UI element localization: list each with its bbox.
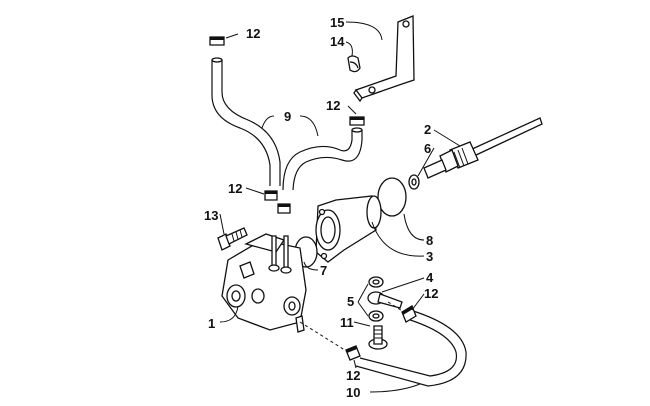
callout-12-upper-hose: 12 bbox=[326, 98, 340, 113]
callout-2: 2 bbox=[424, 122, 431, 137]
callout-labels: 12 15 14 12 9 2 6 12 13 8 3 7 4 5 12 1 1… bbox=[204, 15, 438, 400]
callout-4: 4 bbox=[426, 270, 434, 285]
hose-clamp-pair bbox=[264, 190, 291, 214]
callout-3: 3 bbox=[426, 249, 433, 264]
hose-clamp-lower-left bbox=[345, 345, 361, 361]
clamp bbox=[347, 55, 361, 73]
lower-hose bbox=[355, 309, 467, 387]
leader-lines bbox=[219, 21, 461, 393]
callout-13: 13 bbox=[204, 208, 218, 223]
bolt bbox=[217, 227, 248, 251]
mounting-bracket bbox=[353, 15, 415, 103]
oil-pump-body bbox=[221, 233, 307, 333]
callout-12-pair: 12 bbox=[228, 181, 242, 196]
sealing-washers bbox=[368, 276, 384, 322]
washer bbox=[408, 174, 420, 190]
banjo-bolt bbox=[368, 325, 388, 350]
callout-11: 11 bbox=[340, 315, 354, 330]
callout-5: 5 bbox=[347, 294, 354, 309]
banjo-fitting bbox=[367, 291, 403, 309]
callout-8: 8 bbox=[426, 233, 433, 248]
o-ring bbox=[377, 177, 407, 217]
drive-cable bbox=[423, 117, 543, 179]
callout-10: 10 bbox=[346, 385, 360, 400]
hose-clamp-lower-right bbox=[401, 305, 417, 323]
callout-6: 6 bbox=[424, 141, 431, 156]
callout-12-top: 12 bbox=[246, 26, 260, 41]
hose-clamp-right bbox=[349, 116, 365, 126]
upper-hose bbox=[211, 57, 363, 191]
callout-12-lower: 12 bbox=[346, 368, 360, 383]
callout-14: 14 bbox=[330, 34, 345, 49]
callout-9: 9 bbox=[284, 109, 291, 124]
callout-1: 1 bbox=[208, 316, 215, 331]
callout-7: 7 bbox=[320, 263, 327, 278]
pump-cover bbox=[315, 195, 382, 263]
callout-15: 15 bbox=[330, 15, 344, 30]
hose-clamp-top bbox=[209, 36, 225, 46]
callout-12-banjo: 12 bbox=[424, 286, 438, 301]
